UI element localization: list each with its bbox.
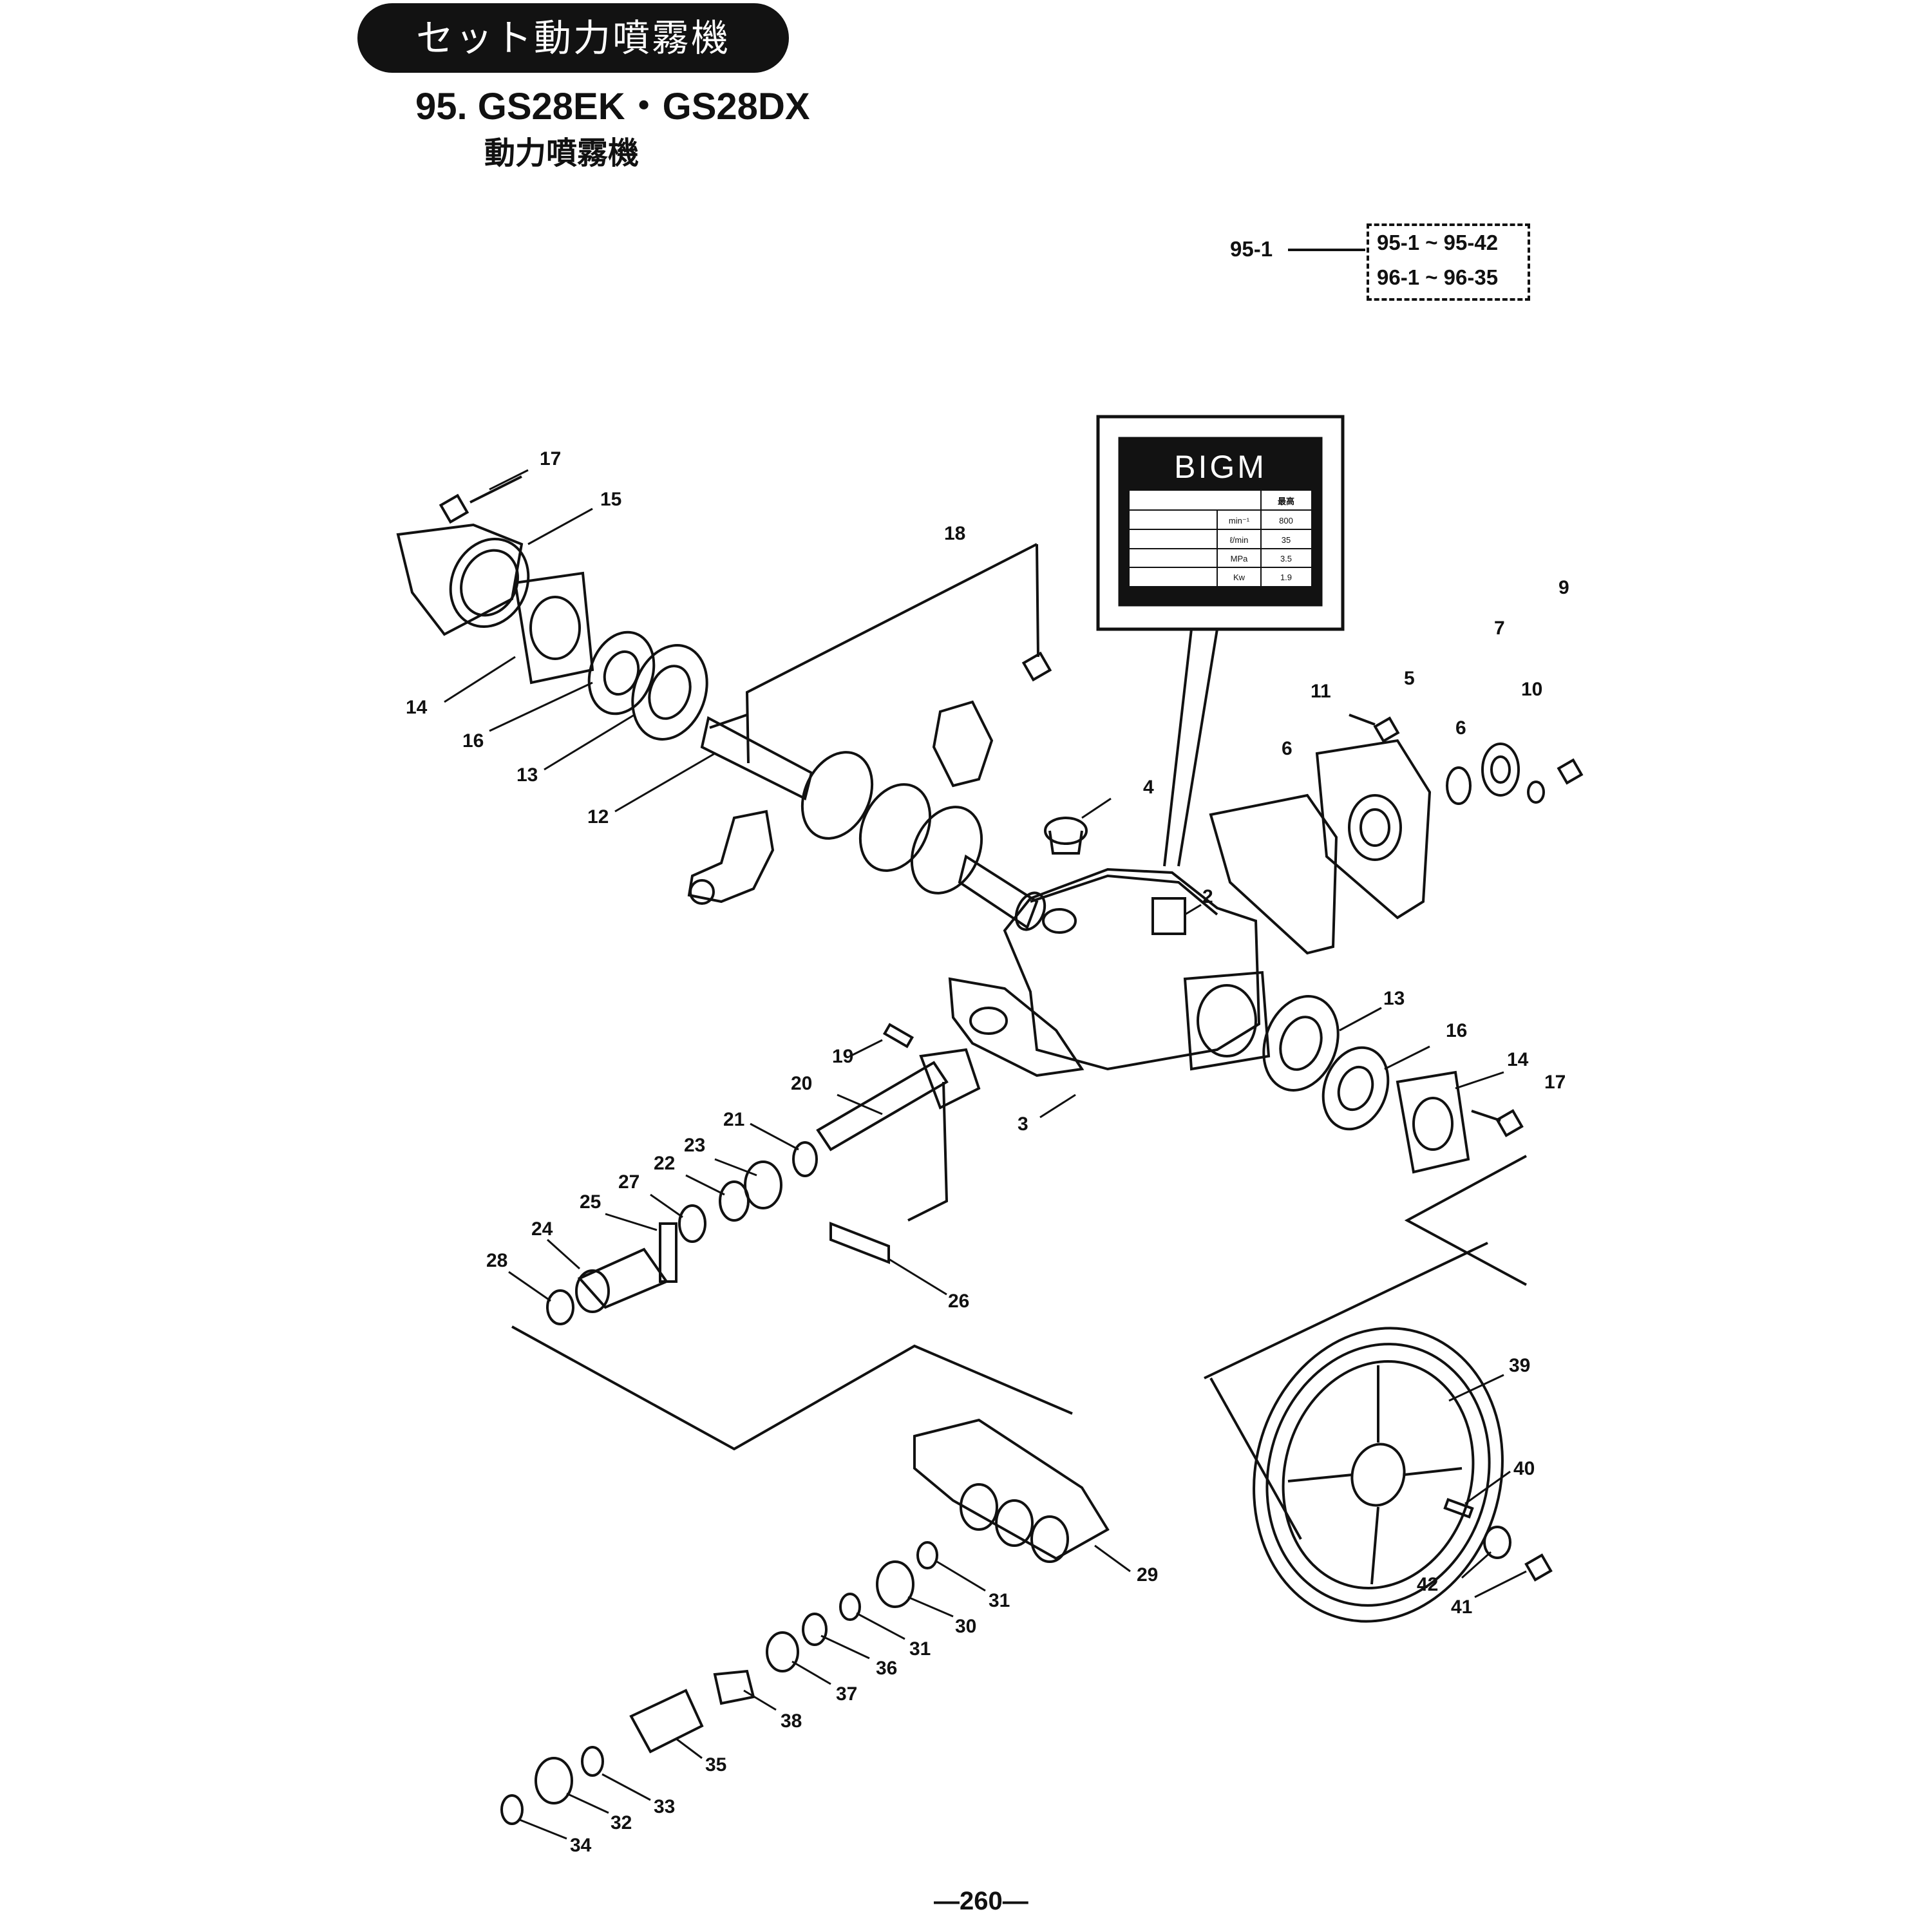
part-label: 31 [909,1638,931,1660]
part-label: 24 [531,1218,553,1240]
nameplate-table [1130,491,1311,586]
part-label: 11 [1311,681,1331,702]
nameplate-unit: min⁻¹ [1229,516,1250,526]
part-label: 20 [791,1073,812,1094]
part-label: 13 [1383,988,1405,1009]
part-label: 9 [1558,577,1569,598]
part-label: 12 [587,806,609,828]
part-label: 42 [1417,1574,1438,1595]
part-label: 16 [462,730,484,752]
page-number: —260— [934,1887,1028,1915]
part-label: 34 [570,1835,592,1856]
part-label: 28 [486,1250,507,1271]
part-label: 32 [611,1812,632,1833]
nameplate-unit: Kw [1233,573,1245,582]
part-label: 30 [955,1616,976,1637]
part-label: 3 [1018,1113,1028,1135]
part-label: 10 [1521,679,1542,700]
part-label: 16 [1446,1020,1467,1041]
part-label: 6 [1282,738,1293,759]
part-label: 31 [989,1590,1010,1611]
part-label: 29 [1137,1564,1158,1586]
part-label: 23 [684,1135,705,1156]
part-label: 13 [516,764,538,786]
part-label: 27 [618,1171,639,1193]
part-label: 41 [1451,1596,1472,1618]
nameplate-unit: ℓ/min [1230,535,1249,545]
assembly-number: 95-1 [1230,237,1273,261]
part-label: 36 [876,1658,897,1679]
part-label: 38 [781,1710,802,1732]
reference-range-2: 96-1 ~ 96-35 [1377,265,1499,289]
part-label: 5 [1404,668,1415,689]
part-label: 18 [944,523,965,544]
part-label: 15 [600,489,621,510]
part-label: 35 [705,1754,726,1776]
part-label: 25 [580,1191,601,1213]
part-label: 17 [540,448,561,469]
part-label: 33 [654,1796,675,1817]
model-subtitle: 動力噴霧機 [484,135,639,171]
nameplate: BIGM 最高 min⁻¹ 800 ℓ/min 35 MPa 3.5 Kw 1.… [1118,437,1323,607]
part-label: 2 [1202,886,1213,907]
part-label: 19 [832,1046,853,1067]
reference-box [1367,223,1530,301]
part-label: 4 [1143,777,1154,798]
part-label: 26 [948,1291,969,1312]
part-label: 22 [654,1153,675,1174]
nameplate-brand: BIGM [1174,449,1267,485]
nameplate-unit: MPa [1231,554,1249,564]
part-label: 40 [1513,1458,1535,1479]
part-label: 39 [1509,1355,1530,1376]
nameplate-header-value: 最高 [1278,497,1294,506]
nameplate-value: 1.9 [1280,573,1292,582]
part-label: 17 [1544,1072,1566,1093]
model-title: 95. GS28EK・GS28DX [415,86,810,128]
nameplate-value: 3.5 [1280,554,1292,564]
part-label: 14 [406,697,428,718]
part-label: 6 [1455,717,1466,739]
part-label: 21 [723,1109,744,1130]
nameplate-value: 35 [1282,535,1291,545]
part-label: 14 [1507,1049,1529,1070]
part-label: 37 [836,1683,857,1705]
reference-range-1: 95-1 ~ 95-42 [1377,231,1499,254]
nameplate-value: 800 [1279,516,1293,526]
section-banner: セット動力噴霧機 [357,3,789,73]
part-label: 7 [1494,618,1505,639]
